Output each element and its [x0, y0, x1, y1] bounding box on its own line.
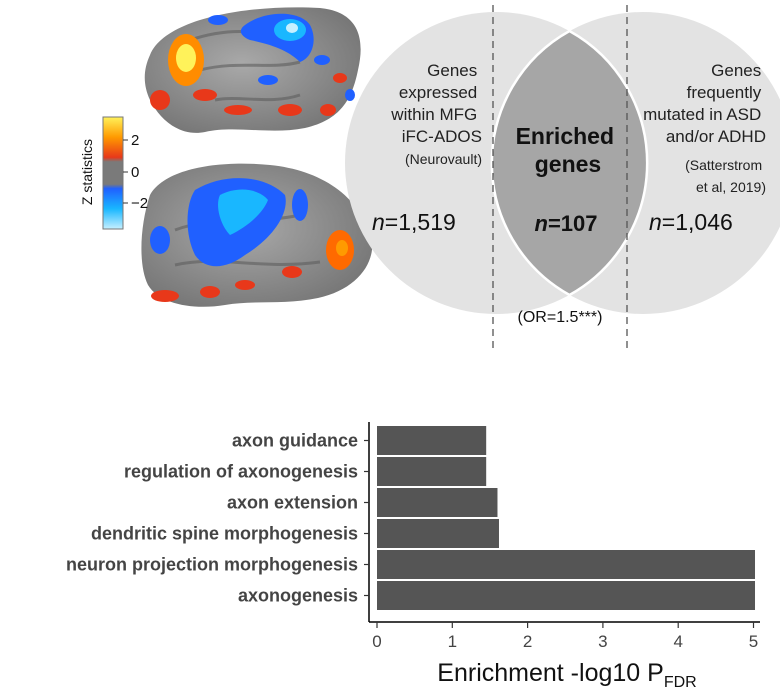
- x-tick-label: 5: [749, 632, 758, 651]
- colorbar: Z statistics 2 0 −2: [79, 116, 148, 230]
- left-set-label: Genes expressed within MFG iFC-ADOS: [390, 61, 482, 146]
- x-tick-label: 3: [598, 632, 607, 651]
- colorbar-tick-label: 0: [131, 164, 139, 181]
- bar-chart: axon guidance regulation of axonogenesis a…: [66, 422, 760, 690]
- venn-diagram: Genes expressed within MFG iFC-ADOS (Neu…: [345, 5, 780, 352]
- x-tick-label: 2: [523, 632, 532, 651]
- brain-medial-view: [141, 163, 373, 307]
- category-label: dendritic spine morphogenesis: [91, 524, 358, 544]
- x-axis-label: Enrichment -log10 PFDR: [437, 659, 696, 690]
- category-label: axonogenesis: [238, 586, 358, 606]
- colorbar-title: Z statistics: [79, 139, 95, 205]
- bar-axon-guidance: [377, 426, 487, 455]
- left-set-source: (Neurovault): [405, 151, 482, 167]
- venn-overlap: [491, 31, 648, 295]
- category-label: neuron projection morphogenesis: [66, 555, 358, 575]
- category-label: axon extension: [227, 493, 358, 513]
- bar-dendritic-spine-morphogenesis: [377, 519, 499, 548]
- right-set-label: Genes frequently mutated in ASD and/or A…: [643, 61, 766, 146]
- colorbar-tick-label: 2: [131, 132, 139, 149]
- x-tick-label: 4: [673, 632, 682, 651]
- x-tick-label: 0: [372, 632, 381, 651]
- category-label: axon guidance: [232, 431, 358, 451]
- overlap-label: Enriched genes: [516, 123, 621, 177]
- colorbar-tick-label: −2: [131, 195, 148, 212]
- right-set-source: (Satterstrom et al, 2019): [685, 157, 766, 195]
- bar-axon-extension: [377, 488, 498, 517]
- bar-axonogenesis: [377, 581, 756, 610]
- colorbar-bar: [102, 116, 124, 230]
- right-set-count: n=1,046: [649, 209, 733, 235]
- x-tick-label: 1: [448, 632, 457, 651]
- left-set-count: n=1,519: [372, 209, 456, 235]
- brain-lateral-view: [144, 7, 361, 133]
- bar-regulation-of-axonogenesis: [377, 457, 487, 486]
- bar-neuron-projection-morphogenesis: [377, 550, 756, 579]
- odds-ratio: (OR=1.5***): [518, 309, 603, 326]
- overlap-count: n=107: [534, 211, 597, 236]
- category-label: regulation of axonogenesis: [124, 462, 358, 482]
